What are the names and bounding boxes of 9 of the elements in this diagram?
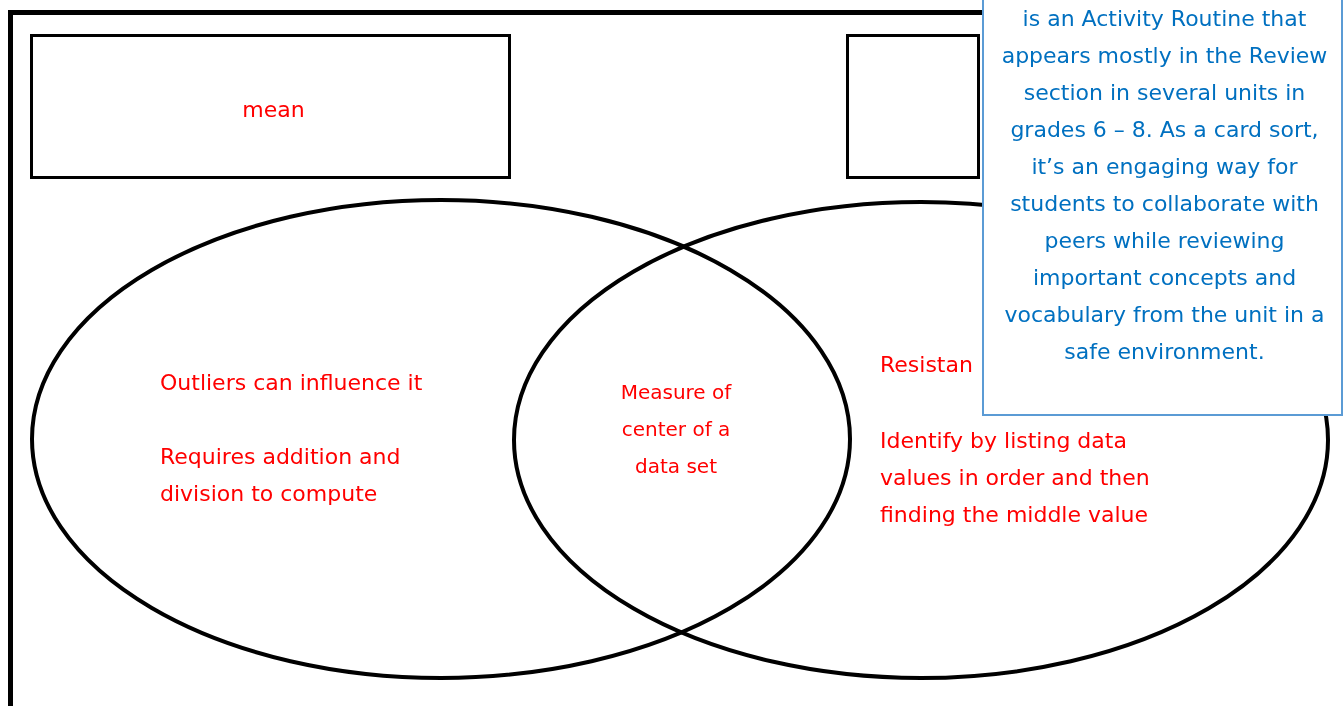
callout-box (982, 0, 1343, 416)
venn-text: Measure of center of a data set (619, 379, 733, 480)
term-label: mean (242, 96, 305, 124)
term-box (846, 34, 980, 179)
venn-text: Outliers can influence it (160, 369, 424, 397)
venn-text: Identify by listing data values in order and then finding the middle value (880, 427, 1151, 529)
callout-text: is an Activity Routine that appears mostly in the Review section in several units in grades 6 – 8. As a card sort, it’s an engaging way for students to collaborate with peers while reviewing important concepts and vocabulary from the unit in a safe environment. (1000, 5, 1329, 366)
venn-text: Requires addition and division to compute (160, 443, 402, 508)
term-box (30, 34, 511, 179)
